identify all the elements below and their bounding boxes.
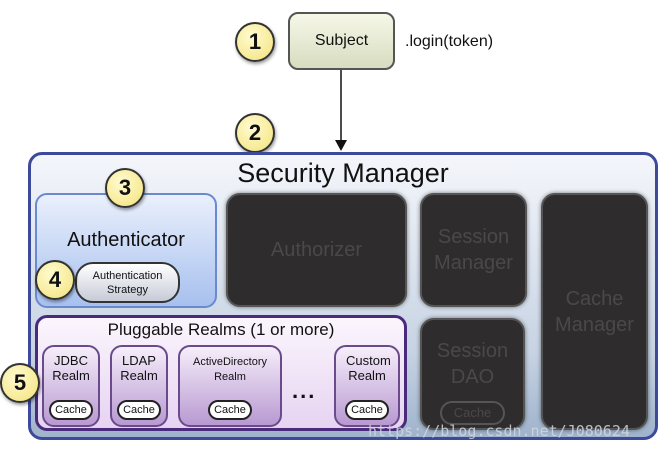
custom-realm: Custom Realm Cache xyxy=(334,345,400,427)
realm-cache: Cache xyxy=(345,400,389,420)
realm-label: Custom Realm xyxy=(346,353,391,383)
step-1-badge: 1 xyxy=(235,22,275,62)
step-5-badge: 5 xyxy=(0,363,40,403)
realm-cache: Cache xyxy=(208,400,252,420)
realm-label: ActiveDirectory Realm xyxy=(193,356,267,383)
security-manager-title: Security Manager xyxy=(237,158,449,188)
ldap-realm: LDAP Realm Cache xyxy=(110,345,168,427)
jdbc-realm: JDBC Realm Cache xyxy=(42,345,100,427)
authorizer-box: Authorizer xyxy=(226,193,407,307)
subject-box: Subject xyxy=(288,12,395,70)
authenticator-label: Authenticator xyxy=(67,229,185,251)
realm-cache: Cache xyxy=(117,400,161,420)
step-4-badge: 4 xyxy=(35,260,75,300)
pluggable-realms-title: Pluggable Realms (1 or more) xyxy=(107,320,335,339)
arrow-icon xyxy=(335,70,347,151)
realm-cache: Cache xyxy=(49,400,93,420)
cache-manager-box: Cache Manager xyxy=(541,193,648,430)
watermark: https://blog.csdn.net/J080624 xyxy=(368,422,630,440)
authentication-strategy: Authentication Strategy xyxy=(75,262,180,303)
session-dao-box: Session DAO xyxy=(420,318,525,430)
step-2-badge: 2 xyxy=(235,113,275,153)
more-realms-ellipsis: ... xyxy=(292,378,317,403)
session-manager-box: Session Manager xyxy=(420,193,527,307)
step-3-badge: 3 xyxy=(105,168,145,208)
login-call-label: .login(token) xyxy=(405,33,494,50)
activedirectory-realm: ActiveDirectory Realm Cache xyxy=(178,345,282,427)
realm-label: LDAP Realm xyxy=(120,353,158,383)
realm-label: JDBC Realm xyxy=(52,353,90,383)
session-dao-cache: Cache xyxy=(440,401,505,425)
